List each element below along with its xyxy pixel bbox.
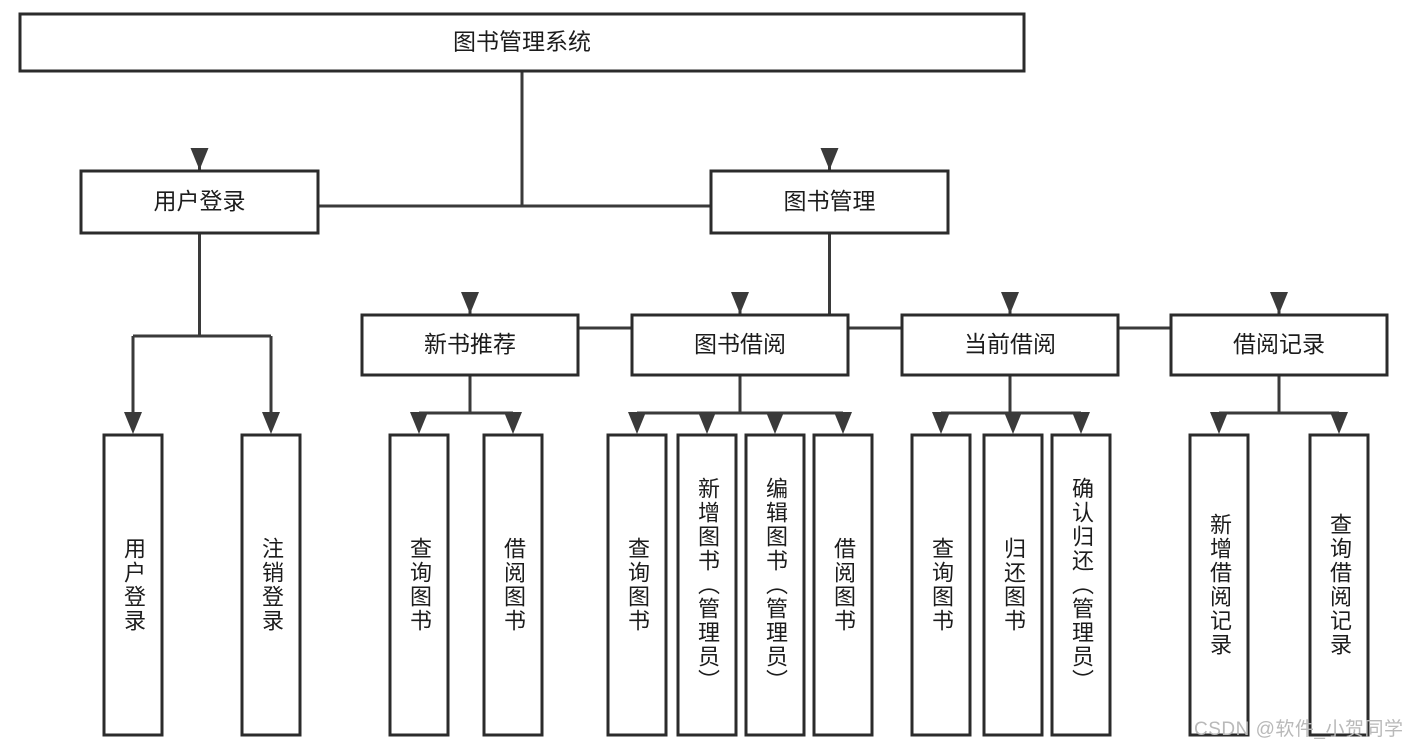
leaf-leaf-borrow-book-new[interactable] bbox=[482, 433, 544, 737]
leaf-leaf-query-book-borrow-rect[interactable] bbox=[606, 433, 668, 737]
node-new-book-recommend[interactable] bbox=[360, 313, 580, 377]
leaf-leaf-return-book[interactable] bbox=[982, 433, 1044, 737]
leaf-leaf-query-borrow-record[interactable] bbox=[1308, 433, 1370, 737]
watermark-text: CSDN @软件_小贺同学 bbox=[1194, 719, 1404, 740]
leaf-leaf-query-book-current-rect[interactable] bbox=[910, 433, 972, 737]
node-root[interactable] bbox=[18, 12, 1026, 73]
leaf-leaf-borrow-book[interactable] bbox=[812, 433, 874, 737]
boxes-layer bbox=[18, 12, 1389, 737]
arrowhead-new-book-recommend-to-leaf-query-book-new bbox=[410, 412, 428, 434]
leaf-leaf-add-borrow-record[interactable] bbox=[1188, 433, 1250, 737]
arrowhead-book-borrow-to-leaf-edit-book-admin bbox=[766, 412, 784, 434]
node-book-manage-rect[interactable] bbox=[709, 169, 950, 235]
arrowhead-book-borrow-to-leaf-query-book-borrow bbox=[628, 412, 646, 434]
arrowhead-current-borrow-to-leaf-query-book-current bbox=[932, 412, 950, 434]
leaf-leaf-add-borrow-record-rect[interactable] bbox=[1188, 433, 1250, 737]
arrowhead-book-borrow-to-leaf-borrow-book bbox=[834, 412, 852, 434]
arrowhead-root-to-user-login bbox=[190, 148, 209, 170]
leaf-leaf-borrow-book-rect[interactable] bbox=[812, 433, 874, 737]
node-user-login-label: 用户登录 bbox=[154, 188, 246, 214]
leaf-leaf-confirm-return-admin-rect[interactable] bbox=[1050, 433, 1112, 737]
leaf-leaf-borrow-book-new-rect[interactable] bbox=[482, 433, 544, 737]
leaf-leaf-add-book-admin[interactable] bbox=[676, 433, 738, 737]
node-book-borrow[interactable] bbox=[630, 313, 850, 377]
arrowhead-current-borrow-to-leaf-confirm-return-admin bbox=[1072, 412, 1090, 434]
arrowhead-user-login-to-leaf-logout bbox=[262, 412, 280, 434]
node-root-rect[interactable] bbox=[18, 12, 1026, 73]
leaf-leaf-query-book-borrow[interactable] bbox=[606, 433, 668, 737]
leaf-leaf-query-book-new-rect[interactable] bbox=[388, 433, 450, 737]
arrowhead-current-borrow-to-leaf-return-book bbox=[1004, 412, 1022, 434]
leaf-leaf-user-login[interactable] bbox=[102, 433, 164, 737]
leaf-leaf-add-book-admin-rect[interactable] bbox=[676, 433, 738, 737]
arrowhead-book-manage-to-current-borrow bbox=[1001, 292, 1019, 314]
leaf-leaf-query-borrow-record-rect[interactable] bbox=[1308, 433, 1370, 737]
arrowhead-user-login-to-leaf-user-login bbox=[124, 412, 142, 434]
arrowhead-book-borrow-to-leaf-add-book-admin bbox=[698, 412, 716, 434]
node-borrow-record-label: 借阅记录 bbox=[1233, 331, 1325, 357]
leaf-leaf-query-book-current[interactable] bbox=[910, 433, 972, 737]
node-new-book-recommend-rect[interactable] bbox=[360, 313, 580, 377]
leaf-leaf-user-login-rect[interactable] bbox=[102, 433, 164, 737]
node-borrow-record-rect[interactable] bbox=[1169, 313, 1389, 377]
leaf-leaf-edit-book-admin-rect[interactable] bbox=[744, 433, 806, 737]
connectors-layer bbox=[124, 71, 1348, 434]
node-current-borrow-label: 当前借阅 bbox=[964, 331, 1056, 357]
arrowhead-new-book-recommend-to-leaf-borrow-book-new bbox=[504, 412, 522, 434]
node-current-borrow-rect[interactable] bbox=[900, 313, 1120, 377]
leaf-leaf-return-book-rect[interactable] bbox=[982, 433, 1044, 737]
node-root-label: 图书管理系统 bbox=[453, 29, 591, 55]
arrowhead-book-manage-to-borrow-record bbox=[1270, 292, 1288, 314]
node-user-login[interactable] bbox=[79, 169, 320, 235]
leaf-leaf-logout-rect[interactable] bbox=[240, 433, 302, 737]
arrowhead-book-manage-to-book-borrow bbox=[731, 292, 749, 314]
arrowhead-root-to-book-manage bbox=[820, 148, 839, 170]
node-book-manage[interactable] bbox=[709, 169, 950, 235]
arrowhead-book-manage-to-new-book-recommend bbox=[461, 292, 479, 314]
node-book-manage-label: 图书管理 bbox=[784, 188, 876, 214]
node-user-login-rect[interactable] bbox=[79, 169, 320, 235]
node-book-borrow-rect[interactable] bbox=[630, 313, 850, 377]
arrowhead-borrow-record-to-leaf-add-borrow-record bbox=[1210, 412, 1228, 434]
node-borrow-record[interactable] bbox=[1169, 313, 1389, 377]
leaf-leaf-edit-book-admin[interactable] bbox=[744, 433, 806, 737]
leaf-leaf-logout[interactable] bbox=[240, 433, 302, 737]
arrowhead-borrow-record-to-leaf-query-borrow-record bbox=[1330, 412, 1348, 434]
node-book-borrow-label: 图书借阅 bbox=[694, 331, 786, 357]
leaf-leaf-query-book-new[interactable] bbox=[388, 433, 450, 737]
node-new-book-recommend-label: 新书推荐 bbox=[424, 331, 516, 357]
leaf-leaf-confirm-return-admin[interactable] bbox=[1050, 433, 1112, 737]
node-current-borrow[interactable] bbox=[900, 313, 1120, 377]
